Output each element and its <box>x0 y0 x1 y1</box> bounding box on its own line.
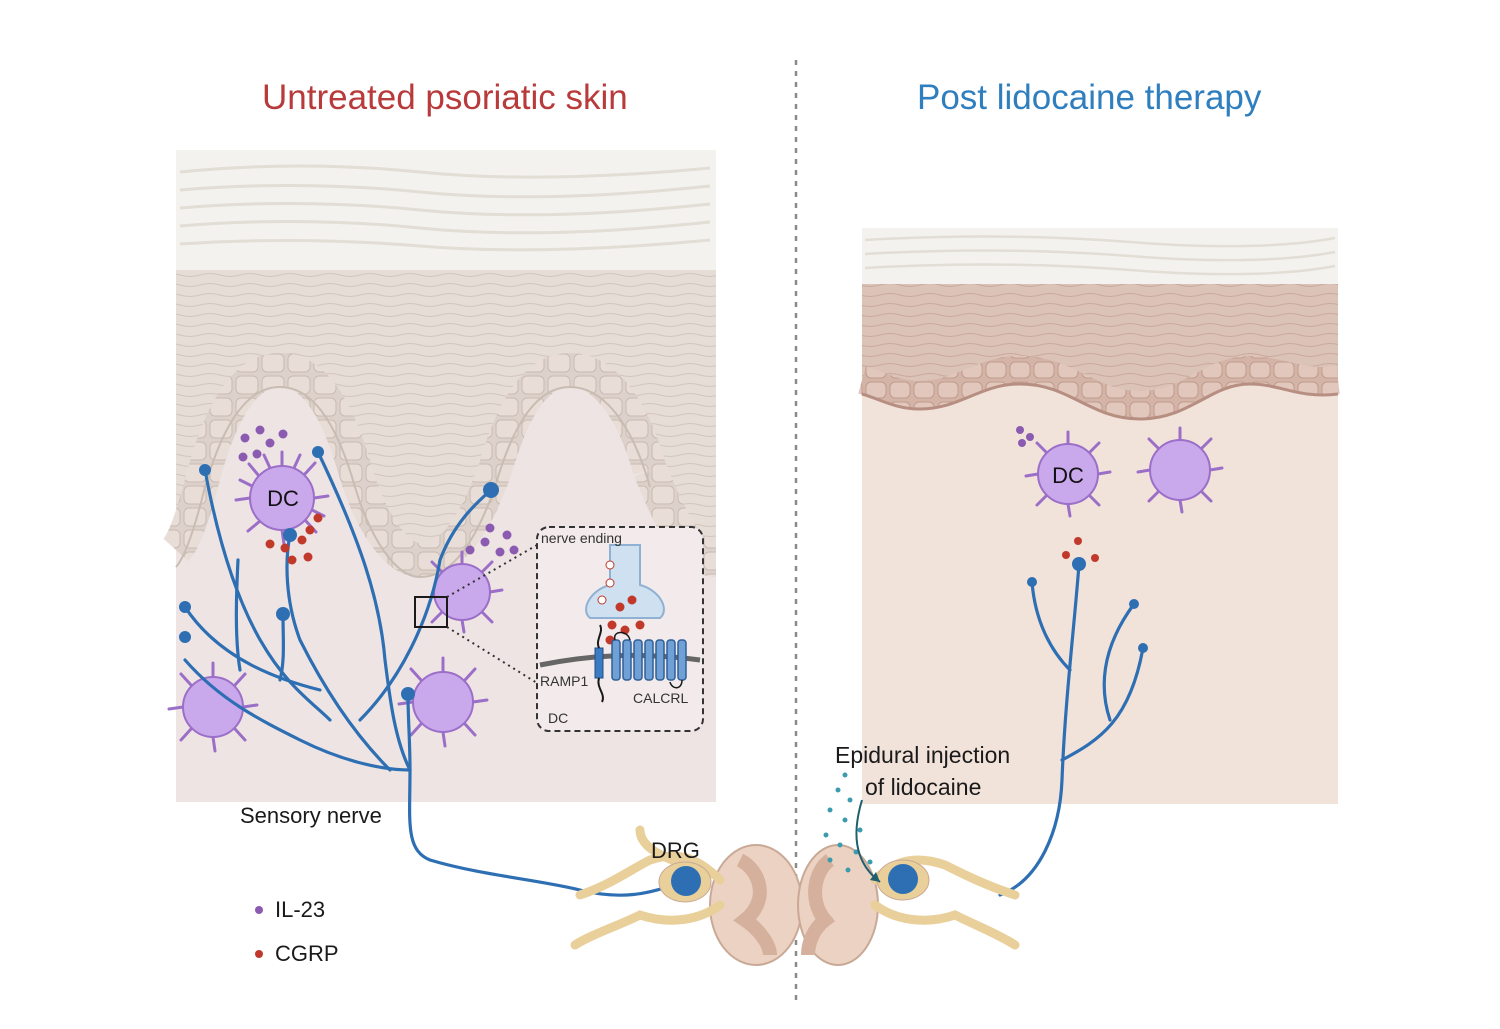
drg-label: DRG <box>651 838 700 863</box>
spinal-cord <box>709 844 879 966</box>
cgrp-dots-left <box>265 513 323 565</box>
inset-nerve-ending-label: nerve ending <box>541 530 622 546</box>
dc-label-right: DC <box>1052 463 1084 488</box>
epidural-label-line2: of lidocaine <box>865 774 982 800</box>
sensory-nerve-right <box>998 562 1145 897</box>
dc-cell-left-bottom <box>397 656 489 748</box>
legend-dot-il23 <box>255 906 263 914</box>
il23-dots-right <box>1016 426 1034 447</box>
legend-dot-cgrp <box>255 950 263 958</box>
left-epidermis <box>176 270 716 560</box>
il23-dots-left <box>238 425 519 557</box>
left-basal-layer <box>162 352 667 578</box>
cgrp-dots-right <box>1062 537 1099 562</box>
legend-item-cgrp: CGRP <box>255 939 339 969</box>
title-untreated: Untreated psoriatic skin <box>262 78 628 117</box>
sensory-nerve-label: Sensory nerve <box>240 803 382 828</box>
nerve-endings-left <box>179 446 499 701</box>
lidocaine-spray <box>823 772 873 873</box>
dc-label-left: DC <box>267 486 299 511</box>
stratum-corneum-lines <box>179 164 711 252</box>
nerve-endings-right <box>1027 557 1148 653</box>
epidural-label-line1: Epidural injection <box>835 742 1011 768</box>
sensory-nerve-left <box>183 450 688 897</box>
legend-label-il23: IL-23 <box>275 897 326 922</box>
inset-zoom <box>414 526 704 732</box>
inset-dc-label: DC <box>548 710 568 726</box>
inset-ramp1-label: RAMP1 <box>540 673 588 689</box>
legend-item-il23: IL-23 <box>255 895 339 925</box>
legend: IL-23 CGRP <box>255 895 339 969</box>
legend-label-cgrp: CGRP <box>275 941 339 966</box>
dc-cell-right-1 <box>1024 430 1112 518</box>
right-skin-panel <box>857 228 1340 804</box>
dc-cell-left-top <box>234 450 330 546</box>
left-skin-panel <box>162 150 719 802</box>
inset-calcrl-label: CALCRL <box>633 690 688 706</box>
dc-cell-left-lower-left <box>167 661 259 753</box>
dc-cell-right-2 <box>1136 426 1224 514</box>
title-post-lidocaine: Post lidocaine therapy <box>917 78 1262 117</box>
